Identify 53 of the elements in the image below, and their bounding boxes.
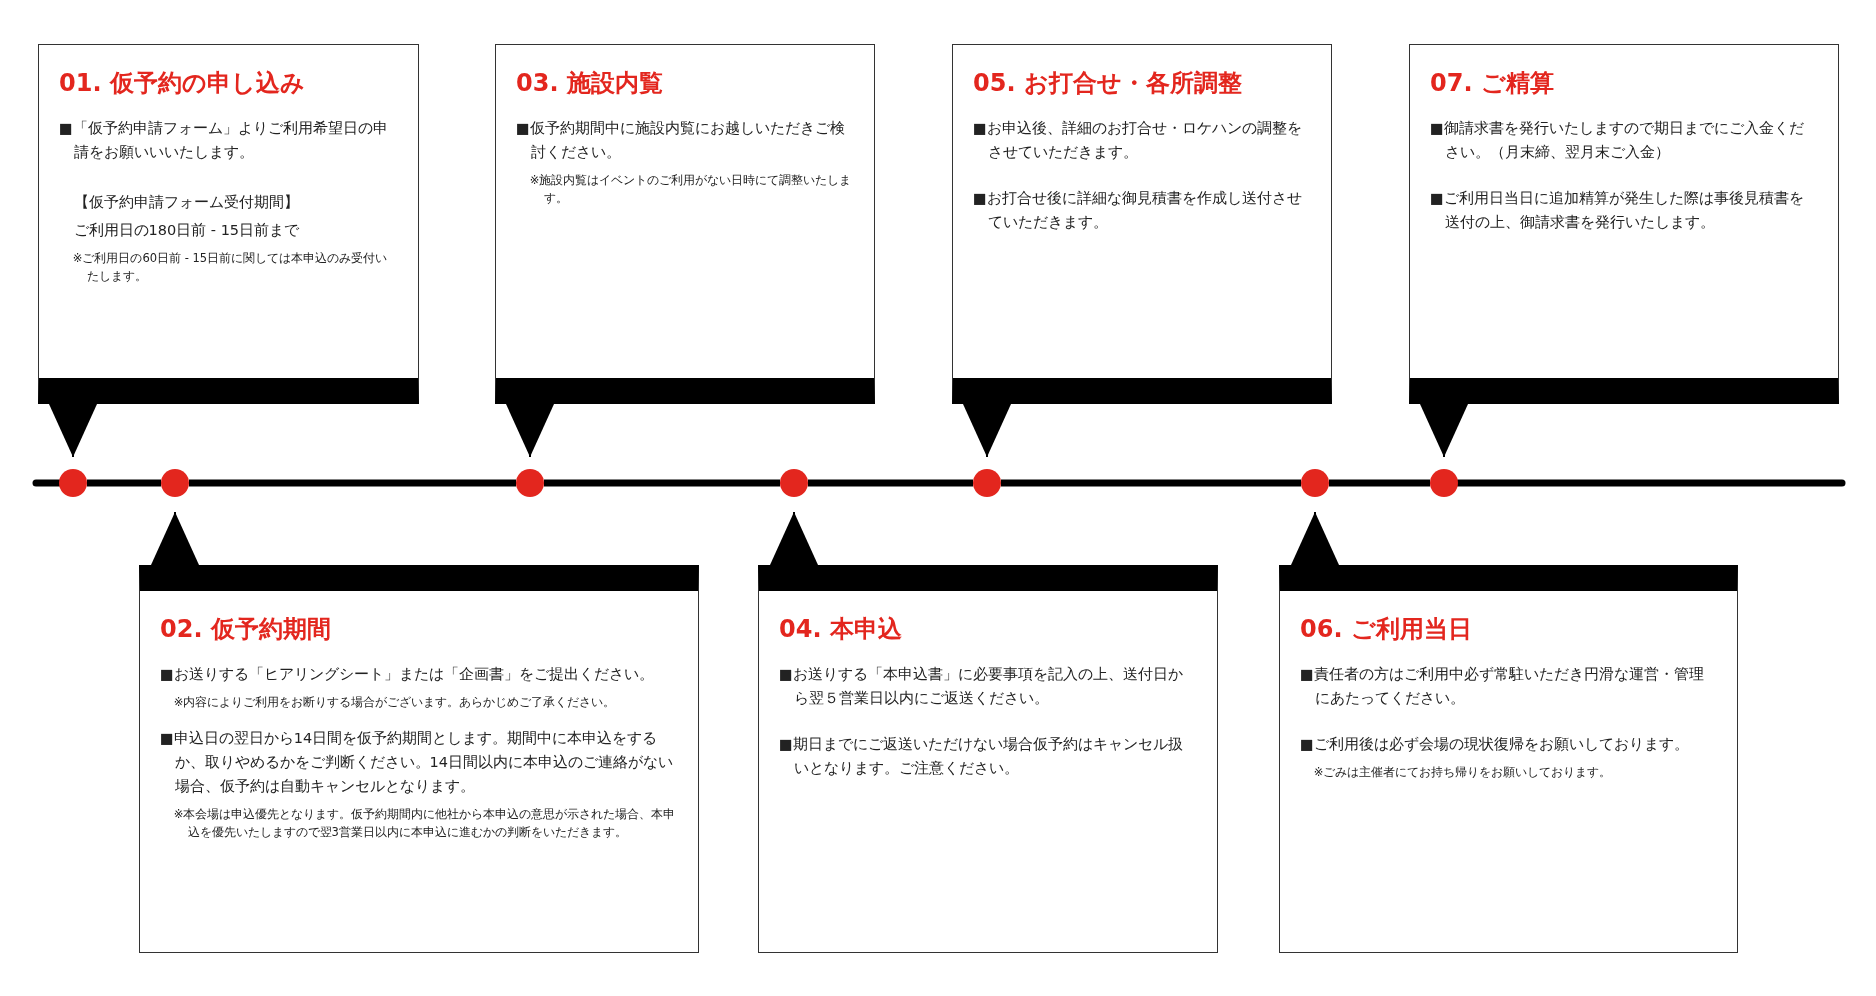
note-text: ※ごみは主催者にてお持ち帰りをお願いしております。	[1312, 763, 1613, 781]
note-text: ※内容によりご利用をお断りする場合がございます。あらかじめご了承ください。	[172, 693, 617, 711]
bullet-text: ■「仮予約申請フォーム」よりご利用希望日の申請をお願いいいたします。	[59, 119, 389, 162]
step-heading: 04. 本申込	[779, 614, 903, 645]
step-card	[1409, 44, 1839, 404]
timeline-line	[87, 479, 161, 487]
timeline-dot	[780, 469, 808, 497]
bullet-text: ■お送りする「ヒアリングシート」または「企画書」をご提出ください。	[160, 665, 655, 684]
timeline-line	[189, 479, 516, 487]
step-card	[38, 44, 419, 404]
step-heading: 05. お打合せ・各所調整	[973, 68, 1243, 99]
pointer-arrow	[770, 511, 818, 566]
bullet-text: ■期日までにご返送いただけない場合仮予約はキャンセル扱いとなります。ご注意ください。	[779, 734, 1184, 778]
pointer-arrow	[963, 403, 1011, 458]
bullet-text: ■お送りする「本申込書」に必要事項を記入の上、送付日から翌５営業日以内にご返送ください。	[779, 665, 1184, 708]
step-card	[139, 565, 699, 953]
timeline-dot	[516, 469, 544, 497]
step-heading: 03. 施設内覧	[516, 68, 664, 99]
step-card	[495, 44, 875, 404]
pointer-arrow	[151, 511, 199, 566]
bullet-text: ■ご利用日当日に追加精算が発生した際は事後見積書を送付の上、御請求書を発行いたします。	[1430, 188, 1805, 232]
note-text: ※本会場は申込優先となります。仮予約期間内に他社から本申込の意思が示された場合、本申込を優先いたしますので翌3営業日以内に本申込に進むかの判断をいただきます。	[172, 806, 677, 842]
bullet-text: ■お打合せ後に詳細な御見積書を作成し送付させていただきます。	[973, 188, 1303, 232]
timeline-line	[1329, 479, 1430, 487]
timeline-line	[808, 479, 973, 487]
bullet-text: ■責任者の方はご利用中必ず常駐いただき円滑な運営・管理にあたってください。	[1300, 665, 1705, 708]
timeline-dot	[973, 469, 1001, 497]
timeline-dot	[161, 469, 189, 497]
body-text: ご利用日の180日前 - 15日前まで	[72, 220, 301, 240]
pointer-arrow	[49, 403, 97, 458]
note-text: ※ご利用日の60日前 - 15日前に関しては本申込のみ受付いたします。	[71, 249, 389, 286]
step-heading: 01. 仮予約の申し込み	[59, 68, 306, 99]
timeline-dot	[1301, 469, 1329, 497]
bullet-text: ■お申込後、詳細のお打合せ・ロケハンの調整をさせていただきます。	[973, 119, 1303, 162]
bullet-text: ■申込日の翌日から14日間を仮予約期間とします。期間中に本申込をするか、取りやめるかをご判断ください。14日間以内に本申込のご連絡がない場合、仮予約は自動キャンセルとなります。	[160, 729, 674, 797]
timeline-dot	[59, 469, 87, 497]
step-heading: 06. ご利用当日	[1300, 614, 1473, 645]
step-heading: 02. 仮予約期間	[160, 614, 332, 645]
timeline-line	[544, 479, 780, 487]
pointer-arrow	[1420, 403, 1468, 458]
timeline-line	[1001, 479, 1301, 487]
body-text: 【仮予約申請フォーム受付期間】	[72, 192, 300, 212]
bullet-text: ■御請求書を発行いたしますので期日までにご入金ください。（月末締、翌月末ご入金）	[1430, 119, 1805, 162]
pointer-arrow	[506, 403, 554, 458]
pointer-arrow	[1291, 511, 1339, 566]
step-card	[758, 565, 1218, 953]
bullet-text: ■ご利用後は必ず会場の現状復帰をお願いしております。	[1300, 734, 1690, 754]
bullet-text: ■仮予約期間中に施設内覧にお越しいただきご検討ください。	[516, 119, 846, 162]
note-text: ※施設内覧はイベントのご利用がない日時にて調整いたします。	[528, 171, 853, 208]
step-card	[952, 44, 1332, 404]
step-card	[1279, 565, 1738, 953]
step-heading: 07. ご精算	[1430, 68, 1555, 99]
timeline-dot	[1430, 469, 1458, 497]
